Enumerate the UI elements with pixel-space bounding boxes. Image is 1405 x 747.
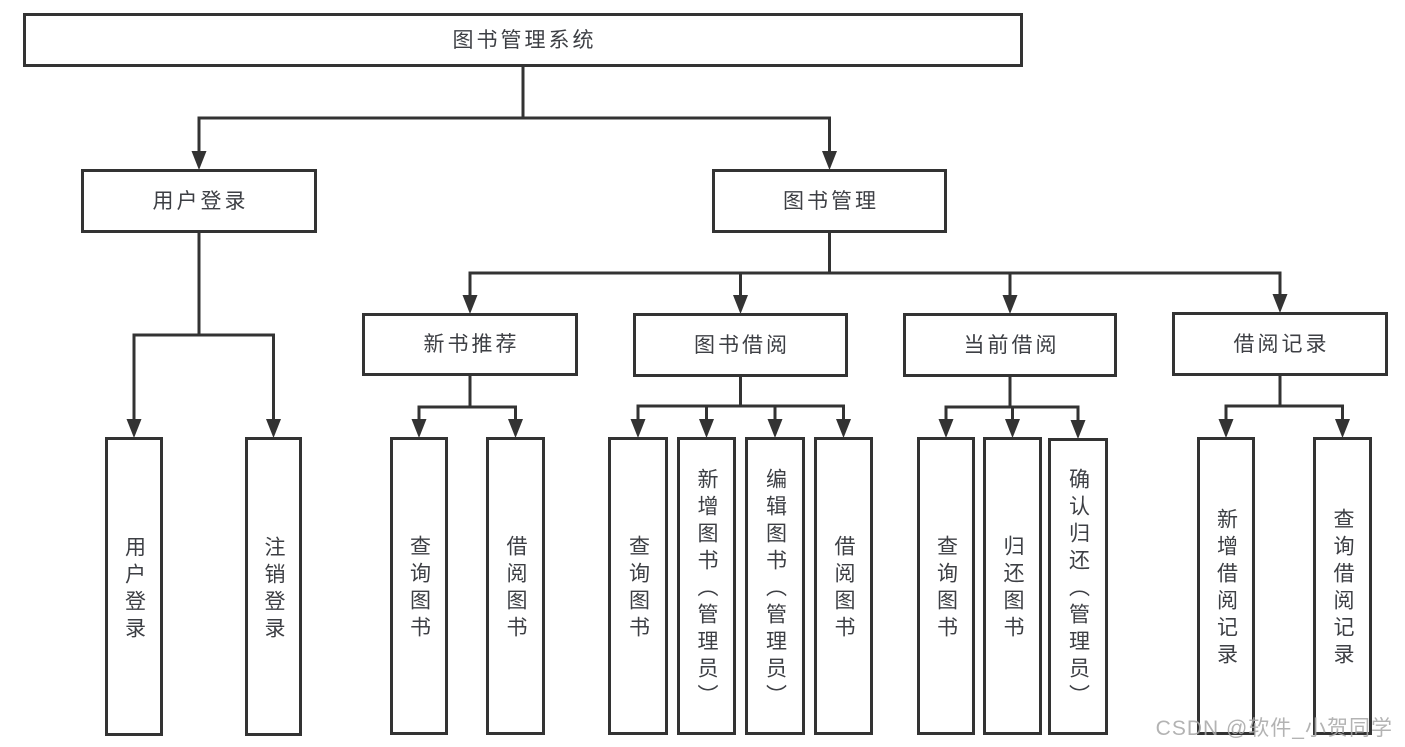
node-bb-query-book: 查询图书 [608,437,668,735]
arrowhead-icon [1005,419,1020,438]
node-br-query-record: 查询借阅记录 [1313,437,1372,735]
node-label-new-book-rec: 新书推荐 [423,333,520,356]
node-label-rec-query-book: 查询图书 [407,535,431,643]
node-book-mgmt: 图书管理 [712,169,947,233]
node-login-user: 用户登录 [105,437,163,736]
node-bb-add-book: 新增图书（管理员） [677,437,736,735]
node-label-book-mgmt: 图书管理 [783,189,879,213]
arrowhead-icon [699,419,714,438]
node-book-borrow: 图书借阅 [633,313,848,377]
arrowhead-icon [938,419,954,438]
arrowhead-icon [836,419,851,438]
arrowhead-icon [411,419,427,438]
node-cb-confirm: 确认归还（管理员） [1048,438,1108,735]
arrowhead-icon [126,419,142,438]
node-label-bb-borrow-book: 借阅图书 [832,535,855,643]
arrowhead-icon [822,151,837,170]
node-label-book-borrow: 图书借阅 [694,333,790,357]
node-bb-edit-book: 编辑图书（管理员） [745,437,805,735]
node-label-login-user: 用户登录 [122,535,146,644]
arrowhead-icon [767,419,783,438]
node-borrow-records: 借阅记录 [1172,312,1388,376]
node-label-cb-return-book: 归还图书 [1001,535,1024,643]
node-label-bb-edit-book: 编辑图书（管理员） [763,467,787,711]
node-rec-query-book: 查询图书 [390,437,448,735]
arrowhead-icon [1218,419,1234,438]
node-rec-borrow-book: 借阅图书 [486,437,545,735]
node-label-user-login: 用户登录 [152,189,249,213]
node-label-rec-borrow-book: 借阅图书 [504,535,527,643]
arrowhead-icon [630,419,646,438]
arrowhead-icon [1335,419,1350,438]
arrowhead-icon [1070,420,1086,439]
node-label-root: 图书管理系统 [452,28,597,52]
arrowhead-icon [462,295,478,314]
node-label-br-add-record: 新增借阅记录 [1214,508,1238,670]
node-label-login-logout: 注销登录 [262,535,285,644]
node-new-book-rec: 新书推荐 [362,313,578,376]
node-label-borrow-records: 借阅记录 [1233,332,1330,356]
node-label-cb-confirm: 确认归还（管理员） [1066,468,1090,711]
arrowhead-icon [508,419,523,438]
watermark: CSDN @软件_小贺同学 [1155,717,1393,740]
node-bb-borrow-book: 借阅图书 [814,437,873,735]
node-br-add-record: 新增借阅记录 [1197,437,1255,735]
node-user-login: 用户登录 [81,169,317,233]
arrowhead-icon [1272,294,1288,313]
arrowhead-icon [266,419,281,438]
node-root: 图书管理系统 [23,13,1023,67]
node-label-br-query-record: 查询借阅记录 [1331,508,1354,670]
arrowhead-icon [1002,295,1018,314]
node-label-cb-query-book: 查询图书 [934,535,958,643]
arrowhead-icon [733,295,748,314]
arrowhead-icon [191,151,207,170]
node-cb-return-book: 归还图书 [983,437,1042,735]
node-login-logout: 注销登录 [245,437,302,736]
node-current-borrow: 当前借阅 [903,313,1117,377]
node-label-bb-query-book: 查询图书 [626,535,650,643]
node-cb-query-book: 查询图书 [917,437,975,735]
node-label-current-borrow: 当前借阅 [963,333,1060,357]
node-label-bb-add-book: 新增图书（管理员） [695,467,718,711]
